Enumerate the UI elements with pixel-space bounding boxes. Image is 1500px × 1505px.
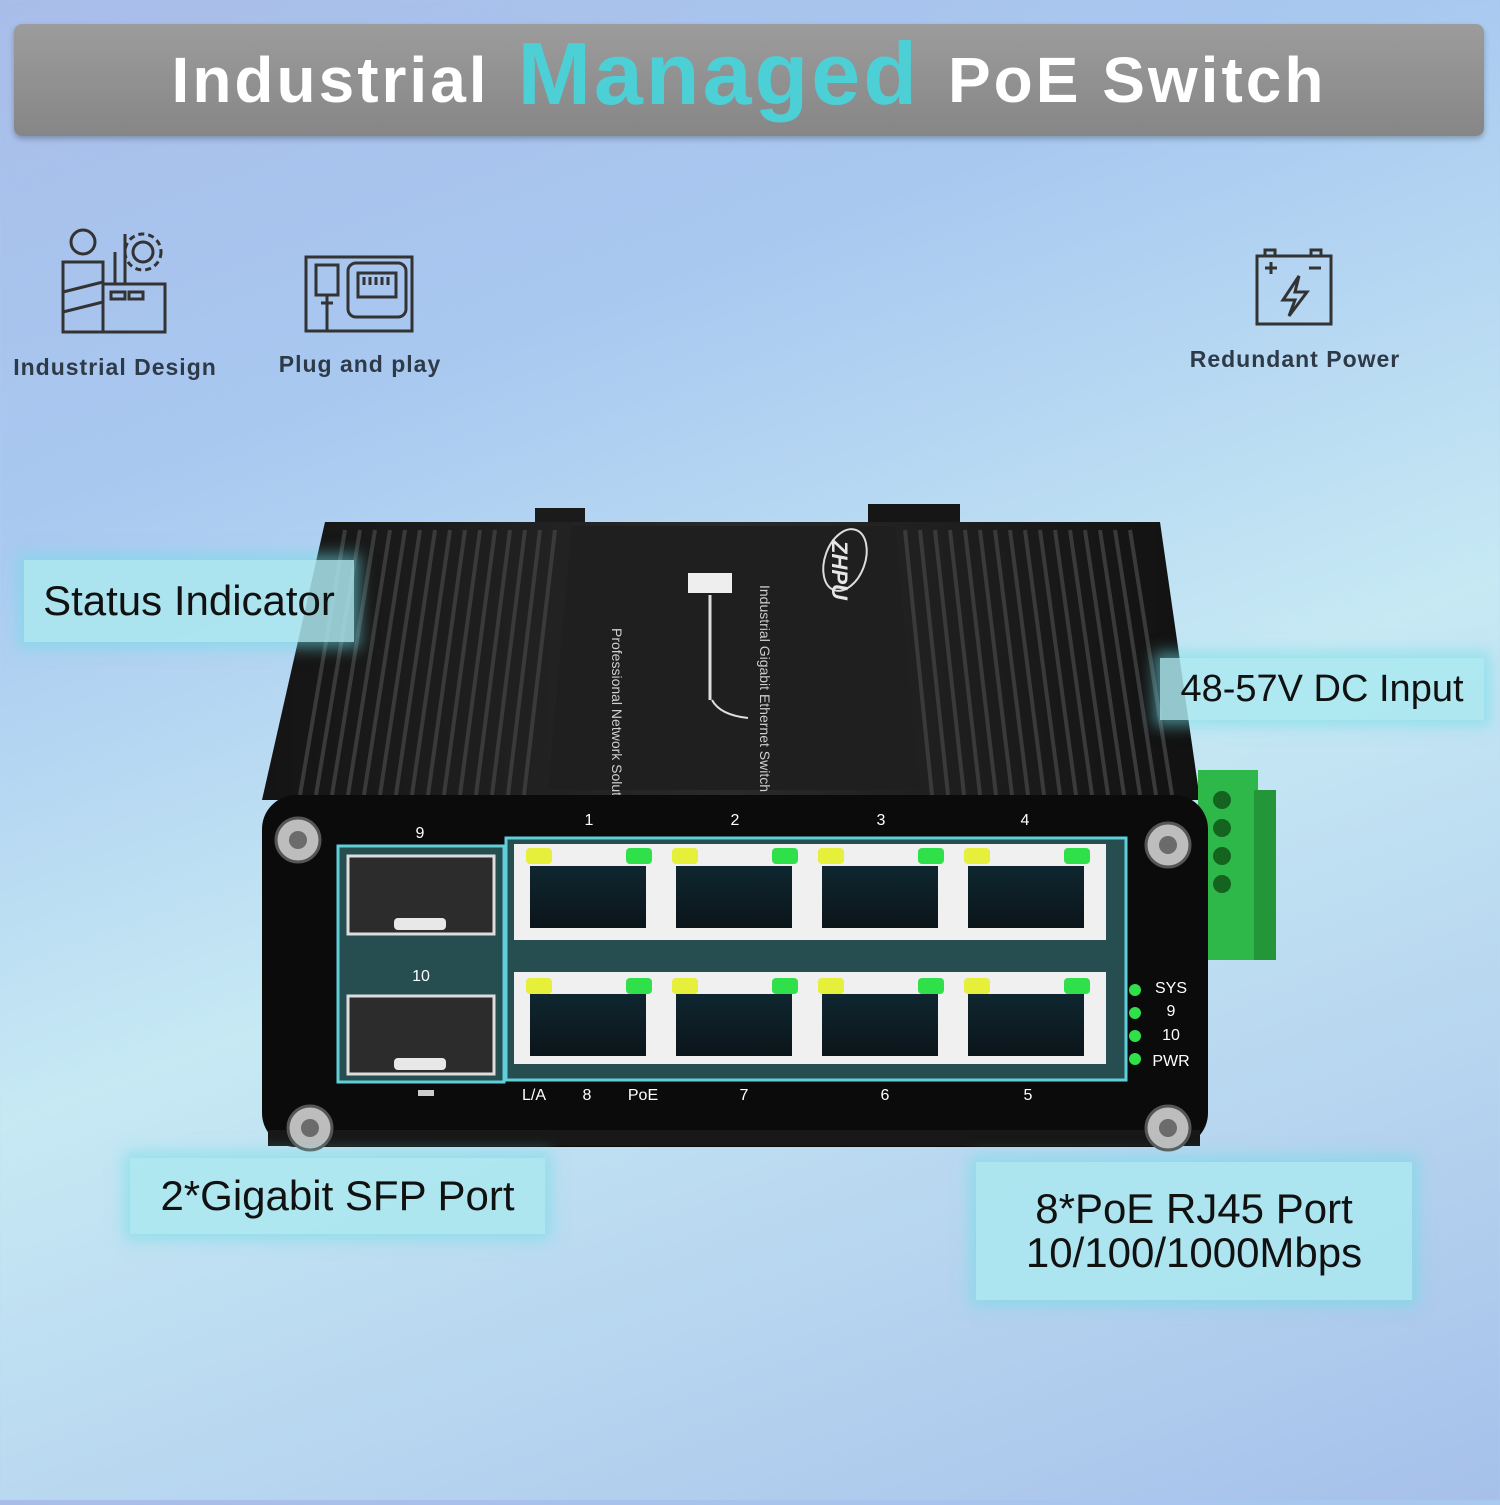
- sfp-port-10: [346, 994, 496, 1076]
- battery-power-icon: [1255, 248, 1333, 326]
- la-label: L/A: [522, 1087, 546, 1104]
- sfp-port-9: [346, 854, 496, 936]
- title-part-2: PoE Switch: [947, 44, 1327, 116]
- feature-label: Plug and play: [278, 351, 442, 377]
- title-part-1: Industrial: [171, 44, 490, 116]
- sfp-label-9: 9: [416, 825, 425, 842]
- feature-label: Redundant Power: [1189, 346, 1401, 372]
- port-label-7: 7: [740, 1087, 749, 1104]
- led-label-sys: SYS: [1155, 980, 1187, 997]
- sfp-label-10: 10: [412, 968, 430, 985]
- port-label-1: 1: [585, 812, 594, 829]
- screws: [274, 816, 1192, 1152]
- callout-text-line-1: 8*PoE RJ45 Port: [1035, 1185, 1353, 1232]
- callout-text: 48-57V DC Input: [1180, 668, 1464, 710]
- port-label-2: 2: [731, 812, 740, 829]
- status-leds: [1129, 984, 1141, 1065]
- port-label-4: 4: [1021, 812, 1030, 829]
- feature-plug-and-play: Plug and play: [265, 255, 455, 378]
- callout-text: Status Indicator: [43, 577, 335, 624]
- brand-logo: [822, 528, 868, 592]
- callout-rj45-port: 8*PoE RJ45 Port 10/100/1000Mbps: [976, 1162, 1412, 1300]
- usb-rj45-icon: [304, 255, 414, 333]
- port-label-6: 6: [881, 1087, 890, 1104]
- callout-dc-input: 48-57V DC Input: [1160, 658, 1484, 720]
- led-label-pwr: PWR: [1152, 1053, 1189, 1070]
- feature-label: Industrial Design: [13, 354, 217, 380]
- poe-label: PoE: [628, 1087, 658, 1104]
- callout-sfp-port: 2*Gigabit SFP Port: [130, 1158, 545, 1234]
- port-label-8: 8: [583, 1087, 592, 1104]
- feature-redundant-power: Redundant Power: [1170, 248, 1420, 373]
- title-accent: Managed: [517, 24, 920, 123]
- led-label-9: 9: [1167, 1003, 1176, 1020]
- callout-text: 2*Gigabit SFP Port: [160, 1172, 515, 1219]
- port-label-3: 3: [877, 812, 886, 829]
- brand-text: ZHPU: [827, 539, 852, 601]
- port-label-5: 5: [1024, 1087, 1033, 1104]
- callout-status-indicator: Status Indicator: [24, 560, 354, 642]
- callout-text-line-2: 10/100/1000Mbps: [1025, 1229, 1363, 1276]
- rj45-ports-top: [530, 866, 1084, 928]
- led-label-10: 10: [1162, 1027, 1180, 1044]
- feature-industrial-design: Industrial Design: [10, 222, 220, 381]
- port-leds: [526, 848, 1090, 994]
- rj45-ports-bottom: [530, 994, 1084, 1056]
- factory-icon: [61, 228, 167, 334]
- device-top-text-2: Professional Network Solution: [609, 628, 625, 815]
- title-banner: Industrial Managed PoE Switch: [14, 24, 1484, 136]
- device-top-text-1: Industrial Gigabit Ethernet Switch: [757, 585, 773, 792]
